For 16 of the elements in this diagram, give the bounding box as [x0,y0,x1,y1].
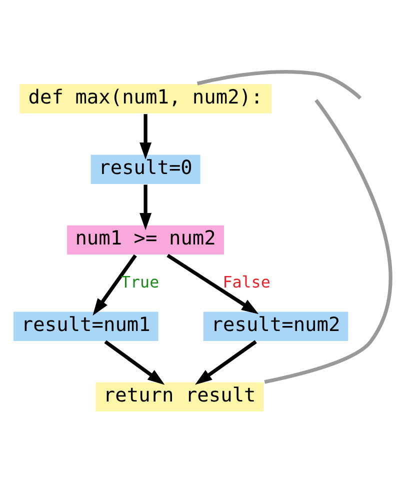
arrow [195,340,257,384]
node-box: result=num1 [12,310,160,342]
connector [196,70,362,100]
arrow [140,184,152,230]
arrow [92,254,137,316]
node-box: return result [94,380,265,412]
node-box: def max(num1, num2): [18,82,273,114]
arrow [104,340,165,384]
connector [264,98,392,384]
edge-label: True [121,272,160,291]
arrow [140,114,152,160]
node-box: num1 >= num2 [66,224,226,256]
arrow [166,253,259,314]
node-box: result=num2 [202,310,350,342]
node-box: result=0 [90,153,202,185]
edge-label: False [222,272,270,291]
